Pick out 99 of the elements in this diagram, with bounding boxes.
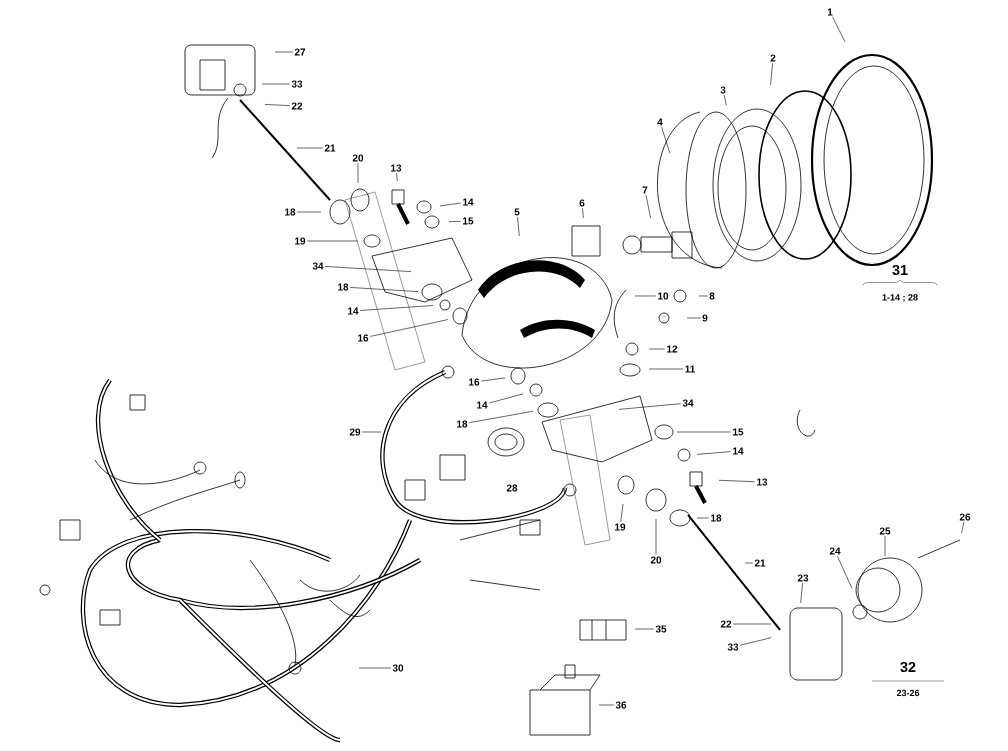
leader-line xyxy=(296,211,322,213)
callout-number: 14 xyxy=(460,197,476,207)
callout-number: 11 xyxy=(683,364,697,374)
callout-number: 8 xyxy=(707,290,717,302)
callout-number: 29 xyxy=(347,426,363,438)
leader-line xyxy=(598,704,615,706)
leader-line xyxy=(645,194,651,219)
leader-line xyxy=(274,51,294,53)
leader-line xyxy=(686,317,701,319)
callout-number: 2 xyxy=(768,53,778,63)
callout-number: 6 xyxy=(577,197,587,209)
callout-number: 9 xyxy=(700,312,710,324)
callout-number: 15 xyxy=(730,427,746,437)
leader-line xyxy=(648,348,666,350)
callout-number: 20 xyxy=(350,152,366,164)
leader-line xyxy=(358,667,392,669)
leader-line xyxy=(324,266,412,272)
callout-number: 16 xyxy=(466,376,482,388)
leader-line xyxy=(480,377,506,382)
leader-line xyxy=(739,637,772,646)
leader-line xyxy=(884,535,886,557)
callout-number: 14 xyxy=(730,446,746,456)
callout-number: 28 xyxy=(506,484,518,492)
callout-number: 34 xyxy=(680,397,696,409)
callout-number: 1 xyxy=(825,7,835,17)
leader-line xyxy=(264,104,291,106)
callout-number: 14 xyxy=(345,306,361,316)
callout-number: 27 xyxy=(292,47,308,57)
callout-number: 12 xyxy=(664,344,680,354)
leader-line xyxy=(676,431,732,433)
leader-line xyxy=(369,319,449,337)
leader-line xyxy=(517,216,520,237)
leader-line xyxy=(837,555,853,589)
group-number: 31 xyxy=(892,264,908,276)
callout-number: 21 xyxy=(322,143,338,153)
callout-number: 21 xyxy=(752,558,768,568)
leader-line xyxy=(648,368,684,370)
callout-number: 7 xyxy=(640,185,650,195)
callout-number: 36 xyxy=(613,699,629,711)
leader-line xyxy=(723,94,727,106)
callout-number: 25 xyxy=(877,525,893,537)
leader-line xyxy=(582,207,584,219)
leader-line xyxy=(448,220,462,222)
leader-line xyxy=(800,582,803,604)
leader-line xyxy=(306,240,359,242)
leader-line xyxy=(634,295,657,297)
callout-number: 5 xyxy=(512,207,522,217)
callout-number: 4 xyxy=(655,117,665,127)
leader-line xyxy=(296,147,324,149)
callout-number: 23 xyxy=(795,572,811,584)
leader-line xyxy=(439,202,462,207)
callout-number: 26 xyxy=(957,511,973,523)
leader-line xyxy=(349,287,419,292)
leader-line xyxy=(396,172,398,182)
leader-line xyxy=(359,305,434,311)
leader-line xyxy=(634,628,655,630)
callout-number: 19 xyxy=(292,235,308,247)
leader-line xyxy=(732,623,772,625)
leader-line xyxy=(961,521,965,534)
leader-line xyxy=(744,562,754,564)
callout-number: 13 xyxy=(388,162,404,174)
leader-line xyxy=(696,517,710,519)
leader-line xyxy=(832,16,846,42)
callout-number: 35 xyxy=(653,623,669,635)
leader-line xyxy=(655,518,657,556)
callout-number: 15 xyxy=(460,216,476,226)
leader-line xyxy=(618,403,682,410)
callout-number: 14 xyxy=(474,400,490,410)
part-range-label: 23-26 xyxy=(896,689,920,697)
callout-number: 19 xyxy=(612,521,628,533)
leader-line xyxy=(468,410,534,423)
leader-line xyxy=(361,431,382,433)
callout-number: 18 xyxy=(282,206,298,218)
leader-line xyxy=(620,503,624,523)
callout-number: 10 xyxy=(655,290,671,302)
leader-line xyxy=(698,295,708,297)
callout-number: 18 xyxy=(454,418,470,430)
callout-number: 22 xyxy=(289,101,305,111)
callout-number: 18 xyxy=(708,512,724,524)
leader-line xyxy=(488,393,524,404)
callout-number: 22 xyxy=(718,619,734,629)
callout-number: 30 xyxy=(390,662,406,674)
part-range-label: 1-14 ; 28 xyxy=(882,294,918,302)
leader-line xyxy=(357,162,359,184)
leader-line xyxy=(661,126,671,154)
callout-number: 33 xyxy=(725,641,741,653)
callout-number: 18 xyxy=(335,281,351,293)
leader-line xyxy=(718,480,756,482)
leader-line xyxy=(770,62,773,86)
callout-number: 20 xyxy=(648,554,664,566)
leader-line xyxy=(696,451,732,455)
callout-number: 3 xyxy=(718,84,728,96)
callout-number: 24 xyxy=(827,546,843,556)
leader-line xyxy=(261,83,291,85)
group-number: 32 xyxy=(900,661,916,673)
callout-number: 16 xyxy=(355,332,371,344)
callout-number: 13 xyxy=(754,476,770,488)
callout-number: 33 xyxy=(289,78,305,90)
callout-number: 34 xyxy=(310,260,326,272)
